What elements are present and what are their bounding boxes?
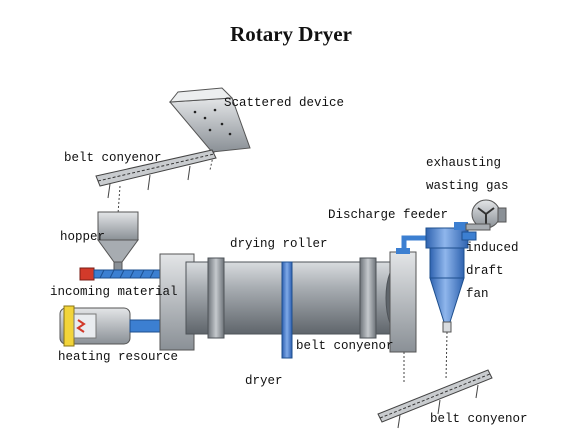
girth-gear (281, 261, 293, 359)
screw-feeder (79, 267, 175, 281)
label-discharge-feeder: Discharge feeder (328, 208, 449, 222)
drying-roller (185, 257, 415, 339)
label-belt-conveyor-bottom: belt conyenor (430, 412, 528, 426)
label-scattered-device: Scattered device (224, 96, 345, 110)
label-wasting-gas: wasting gas (426, 179, 509, 193)
belt-conveyor-bottom (377, 369, 493, 429)
label-exhausting: exhausting (426, 156, 502, 170)
label-hopper: hopper (60, 230, 106, 244)
label-drying-roller: drying roller (230, 237, 328, 251)
label-fan: fan (466, 287, 489, 301)
label-draft: draft (466, 264, 504, 278)
label-heating-resource: heating resource (58, 350, 179, 364)
label-induced: induced (466, 241, 519, 255)
label-dryer: dryer (245, 374, 283, 388)
induced-draft-fan (454, 199, 507, 231)
cyclone-separator (425, 227, 477, 381)
hopper (97, 211, 139, 271)
discharge-head (389, 248, 417, 384)
heating-resource (59, 305, 163, 347)
scattered-device (168, 87, 251, 171)
label-belt-conveyor-middle: belt conyenor (296, 339, 394, 353)
label-belt-conveyor-top: belt conyenor (64, 151, 162, 165)
diagram-title: Rotary Dryer (230, 22, 352, 46)
label-incoming-material: incoming material (50, 285, 178, 299)
belt-conveyor-top (95, 149, 217, 215)
